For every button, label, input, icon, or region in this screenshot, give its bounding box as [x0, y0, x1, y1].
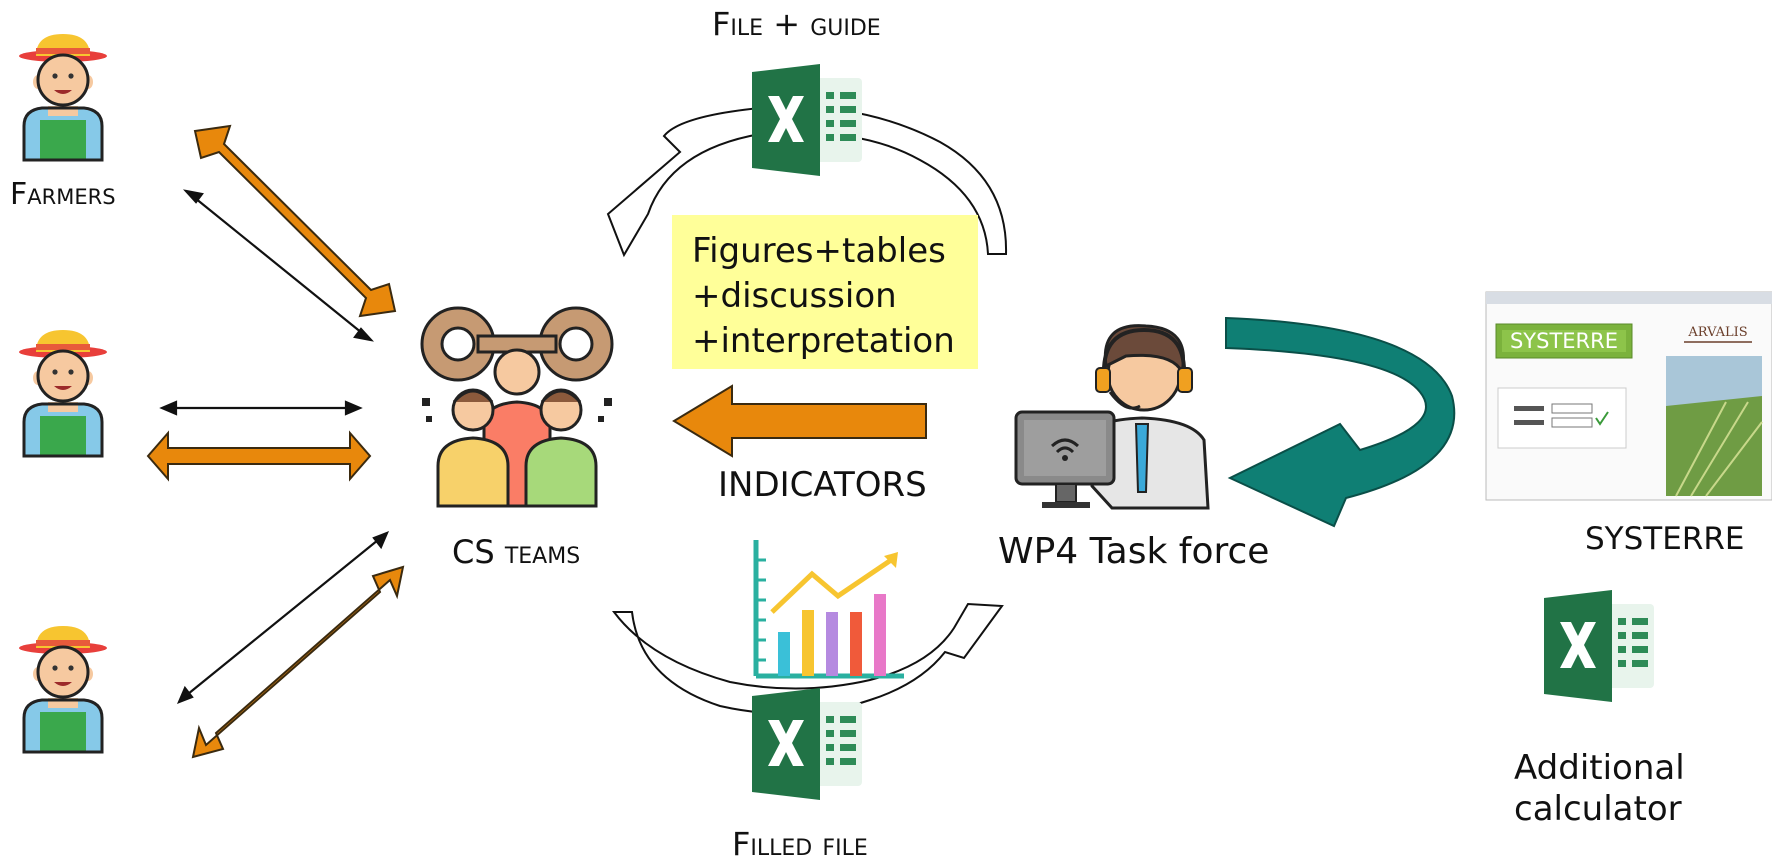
- additional-calculator-label: Additional calculator: [1514, 748, 1685, 829]
- farmer-icon: [17, 328, 109, 458]
- orange-double-arrow: [146, 430, 372, 482]
- farmers-label: Farmers: [10, 177, 116, 212]
- filled-file-label: Filled file: [732, 825, 868, 863]
- indicators-arrow: [672, 384, 927, 458]
- systerre-label: SYSTERRE: [1585, 521, 1745, 557]
- systerre-window: SYSTERRE ARVALIS: [1485, 291, 1772, 501]
- thin-arrows: [159, 189, 390, 704]
- cs-teams-label: CS teams: [452, 533, 581, 571]
- orange-double-arrow: [193, 124, 397, 318]
- excel-icon: [752, 64, 862, 176]
- farmer-icon: [17, 32, 109, 162]
- file-guide-label: File + guide: [712, 5, 881, 43]
- support-agent-icon: [1014, 324, 1210, 510]
- top-cycle-arrow: [606, 105, 1008, 258]
- cycle-arrows: [606, 105, 1008, 715]
- bar-chart-icon: [753, 540, 904, 679]
- orange-arrows: [146, 124, 405, 759]
- farmer-icon: [17, 624, 109, 754]
- systerre-logo: SYSTERRE: [1510, 329, 1618, 353]
- excel-icon: [1544, 590, 1654, 702]
- wp4-task-force-label: WP4 Task force: [998, 531, 1270, 572]
- excel-icon: [752, 688, 862, 800]
- orange-double-arrow: [191, 565, 405, 759]
- cs-teams-icon: [420, 306, 614, 508]
- note-line: +interpretation: [692, 321, 955, 361]
- indicators-note: Figures+tables +discussion +interpretati…: [672, 215, 978, 369]
- note-line: +discussion: [692, 276, 897, 316]
- arvalis-brand: ARVALIS: [1687, 325, 1747, 340]
- teal-curved-arrow: [1225, 316, 1456, 528]
- bottom-cycle-arrow: [611, 602, 1004, 715]
- indicators-label: INDICATORS: [718, 465, 927, 505]
- note-line: Figures+tables: [692, 231, 946, 271]
